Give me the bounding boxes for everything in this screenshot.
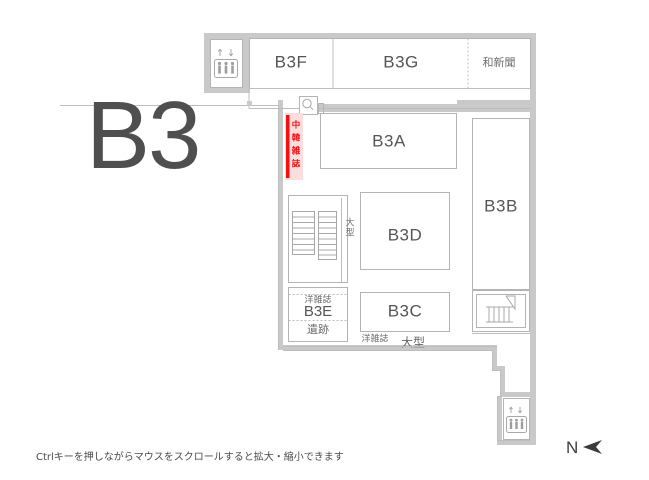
stairs-left-a-icon bbox=[292, 211, 315, 255]
room-label-b3g: B3G bbox=[383, 52, 419, 71]
highlight-char-2: 韓 bbox=[292, 133, 301, 144]
elevator-arrows-icon-bottom bbox=[509, 406, 522, 414]
compass: N bbox=[566, 438, 604, 456]
room-b3d[interactable] bbox=[360, 192, 450, 270]
label-iseki: 遺跡 bbox=[307, 322, 329, 336]
label-ogata-bottom: 大型 bbox=[401, 336, 425, 350]
compass-north-label: N bbox=[566, 437, 579, 457]
elevator-people-icon bbox=[214, 59, 238, 78]
room-label-b3f: B3F bbox=[275, 52, 308, 71]
left-hall-outline bbox=[60, 101, 279, 350]
label-wa-shinbun: 和新聞 bbox=[483, 55, 516, 69]
room-label-b3b: B3B bbox=[484, 196, 518, 215]
ogata-char-2: 型 bbox=[345, 228, 354, 239]
elevator-top[interactable] bbox=[210, 39, 243, 88]
room-label-b3a: B3A bbox=[372, 131, 406, 150]
stairs-left-b-icon bbox=[318, 211, 337, 260]
stairs-left-block[interactable] bbox=[288, 195, 348, 283]
highlight-shelf-chu-kan-zasshi[interactable]: 中 韓 雑 誌 bbox=[285, 113, 303, 180]
zoom-hint-text: Ctrlキーを押しながらマウスをスクロールすると拡大・縮小できます bbox=[36, 452, 344, 463]
room-b3b[interactable] bbox=[472, 118, 530, 290]
label-ogata-vertical: 大 型 bbox=[345, 217, 354, 239]
elevator-arrows-icon bbox=[217, 48, 234, 57]
room-b3e[interactable] bbox=[288, 287, 348, 342]
ogata-char-1: 大 bbox=[345, 217, 354, 229]
search-marker-icon[interactable] bbox=[299, 96, 324, 115]
north-arrow-icon bbox=[583, 440, 603, 454]
stairs-steps-icon bbox=[486, 306, 513, 323]
label-you-zasshi-b3c: 洋雑誌 bbox=[361, 333, 388, 345]
floor-badge: B3 bbox=[86, 82, 201, 189]
room-b3c[interactable] bbox=[360, 292, 450, 332]
room-label-b3c: B3C bbox=[388, 301, 423, 320]
elevator-bottom[interactable] bbox=[503, 398, 530, 440]
label-you-zasshi-b3e: 洋雑誌 bbox=[304, 294, 331, 306]
top-room-row bbox=[248, 38, 531, 109]
room-label-b3e: B3E bbox=[304, 303, 332, 320]
elevator-people-icon-bottom bbox=[506, 416, 527, 433]
stairs-right[interactable] bbox=[472, 290, 530, 334]
highlight-char-1: 中 bbox=[292, 120, 301, 131]
highlight-char-3: 雑 bbox=[291, 146, 301, 157]
room-label-b3d: B3D bbox=[388, 225, 423, 244]
room-b3a[interactable] bbox=[320, 113, 457, 169]
bottom-corridor-outline bbox=[283, 346, 530, 441]
highlight-char-4: 誌 bbox=[292, 159, 301, 170]
